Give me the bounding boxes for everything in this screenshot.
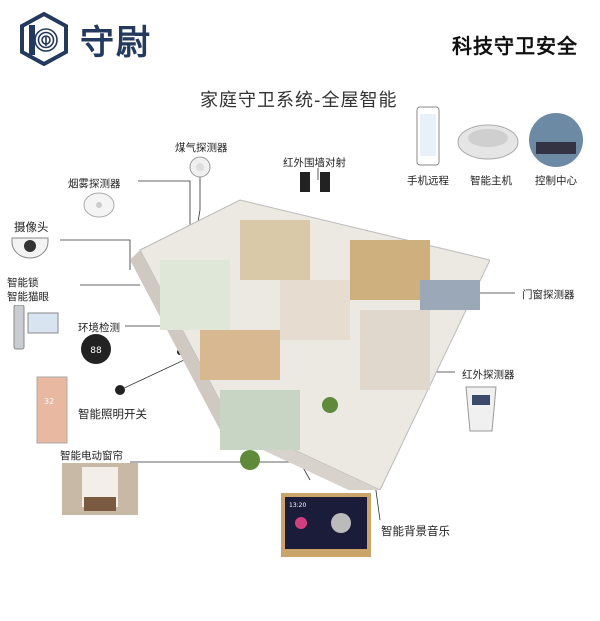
light-switch-icon: 32	[36, 376, 68, 444]
label-peephole: 智能猫眼	[7, 291, 49, 303]
label-light-switch: 智能照明开关	[78, 407, 147, 421]
smart-host-icon	[457, 124, 519, 160]
svg-text:88: 88	[90, 346, 102, 356]
control-center-icon	[529, 113, 583, 167]
environment-monitor-icon: 88	[81, 334, 111, 364]
label-gas-detector: 煤气探测器	[175, 142, 228, 154]
label-phone: 手机远程	[407, 175, 449, 187]
infrared-beam-icon	[300, 172, 330, 192]
gas-detector-icon	[189, 156, 211, 178]
svg-text:32: 32	[44, 397, 54, 406]
label-ir-wall: 红外围墙对射	[283, 157, 346, 169]
curtain-icon	[62, 463, 138, 515]
infrared-detector-icon	[465, 386, 497, 432]
shield-fingerprint-icon	[20, 12, 68, 66]
label-smart-lock: 智能锁	[7, 277, 39, 289]
label-ir-detector: 红外探测器	[462, 369, 515, 381]
label-control: 控制中心	[535, 175, 577, 187]
smoke-detector-icon	[83, 192, 115, 218]
label-curtain: 智能电动窗帘	[60, 450, 123, 462]
svg-text:13:20: 13:20	[289, 502, 306, 509]
slogan: 科技守卫安全	[452, 34, 578, 58]
smartphone-icon	[416, 106, 440, 166]
label-host: 智能主机	[470, 175, 512, 187]
label-smoke-detector: 烟雾探测器	[68, 178, 121, 190]
music-panel-icon: 13:20	[281, 493, 371, 557]
label-music: 智能背景音乐	[381, 524, 450, 538]
brand-name: 守尉	[80, 22, 152, 63]
smart-lock-icon	[13, 305, 59, 350]
label-camera: 摄像头	[14, 220, 49, 234]
page-title: 家庭守卫系统-全屋智能	[200, 90, 398, 111]
label-door-sensor: 门窗探测器	[522, 289, 575, 301]
brand: 守尉	[20, 12, 152, 66]
label-env-monitor: 环境检测	[78, 322, 120, 334]
house-illustration	[130, 199, 490, 490]
camera-icon	[11, 237, 49, 259]
